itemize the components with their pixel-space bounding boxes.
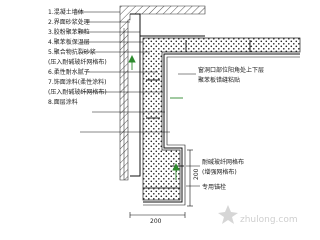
layer-label: 3.胶粉聚苯颗粒 xyxy=(48,28,90,36)
layer-label: 2.界面砂浆处理 xyxy=(48,18,90,26)
layer-label: 5.聚合物抗裂砂浆 xyxy=(48,48,96,56)
insulation-layer-lower xyxy=(142,187,181,201)
layer-label: 8.面层涂料 xyxy=(48,98,78,106)
mesh-note-line-2: (增强网格布) xyxy=(202,168,237,176)
anchor-note: 专用锚栓 xyxy=(202,183,226,191)
layer-label: 1.混凝土墙体 xyxy=(48,8,84,16)
dimension-vertical: 200 xyxy=(193,168,200,180)
render-line-outer-2 xyxy=(143,56,300,206)
layer-label: (压入耐碱玻纤网格布) xyxy=(48,58,107,66)
layer-label-list: 1.混凝土墙体 2.界面砂浆处理 3.胶粉聚苯颗粒 4.聚苯板保温层 5.聚合物… xyxy=(48,8,107,106)
corner-note-line-2: 聚苯板错缝粘贴 xyxy=(198,76,240,84)
wall-outline xyxy=(130,13,205,177)
watermark-text: zhulong.com xyxy=(240,215,298,225)
mesh-note: 耐碱玻纤网格布 xyxy=(202,158,244,166)
layer-label: 7.饰面涂料(柔性涂料) xyxy=(48,78,106,86)
render-line-outer xyxy=(143,53,300,203)
dimension-lines xyxy=(129,149,193,218)
callout-arrows xyxy=(128,54,183,180)
note-leaders xyxy=(178,73,200,187)
watermark-logo xyxy=(218,205,238,224)
layer-label: 4.聚苯板保温层 xyxy=(48,38,90,46)
corner-note: 窗洞口部位阳角处上下层 xyxy=(198,66,264,74)
concrete-wall-hatch xyxy=(119,5,206,181)
dimension-horizontal: 200 xyxy=(150,218,162,225)
leader-lines xyxy=(74,11,170,180)
layer-label: 6.柔性耐水腻子 xyxy=(48,68,90,76)
layer-label: (压入耐碱玻纤网格布) xyxy=(48,88,107,96)
wall-corner-insulation-diagram: 1.混凝土墙体 2.界面砂浆处理 3.胶粉聚苯颗粒 4.聚苯板保温层 5.聚合物… xyxy=(48,5,301,225)
